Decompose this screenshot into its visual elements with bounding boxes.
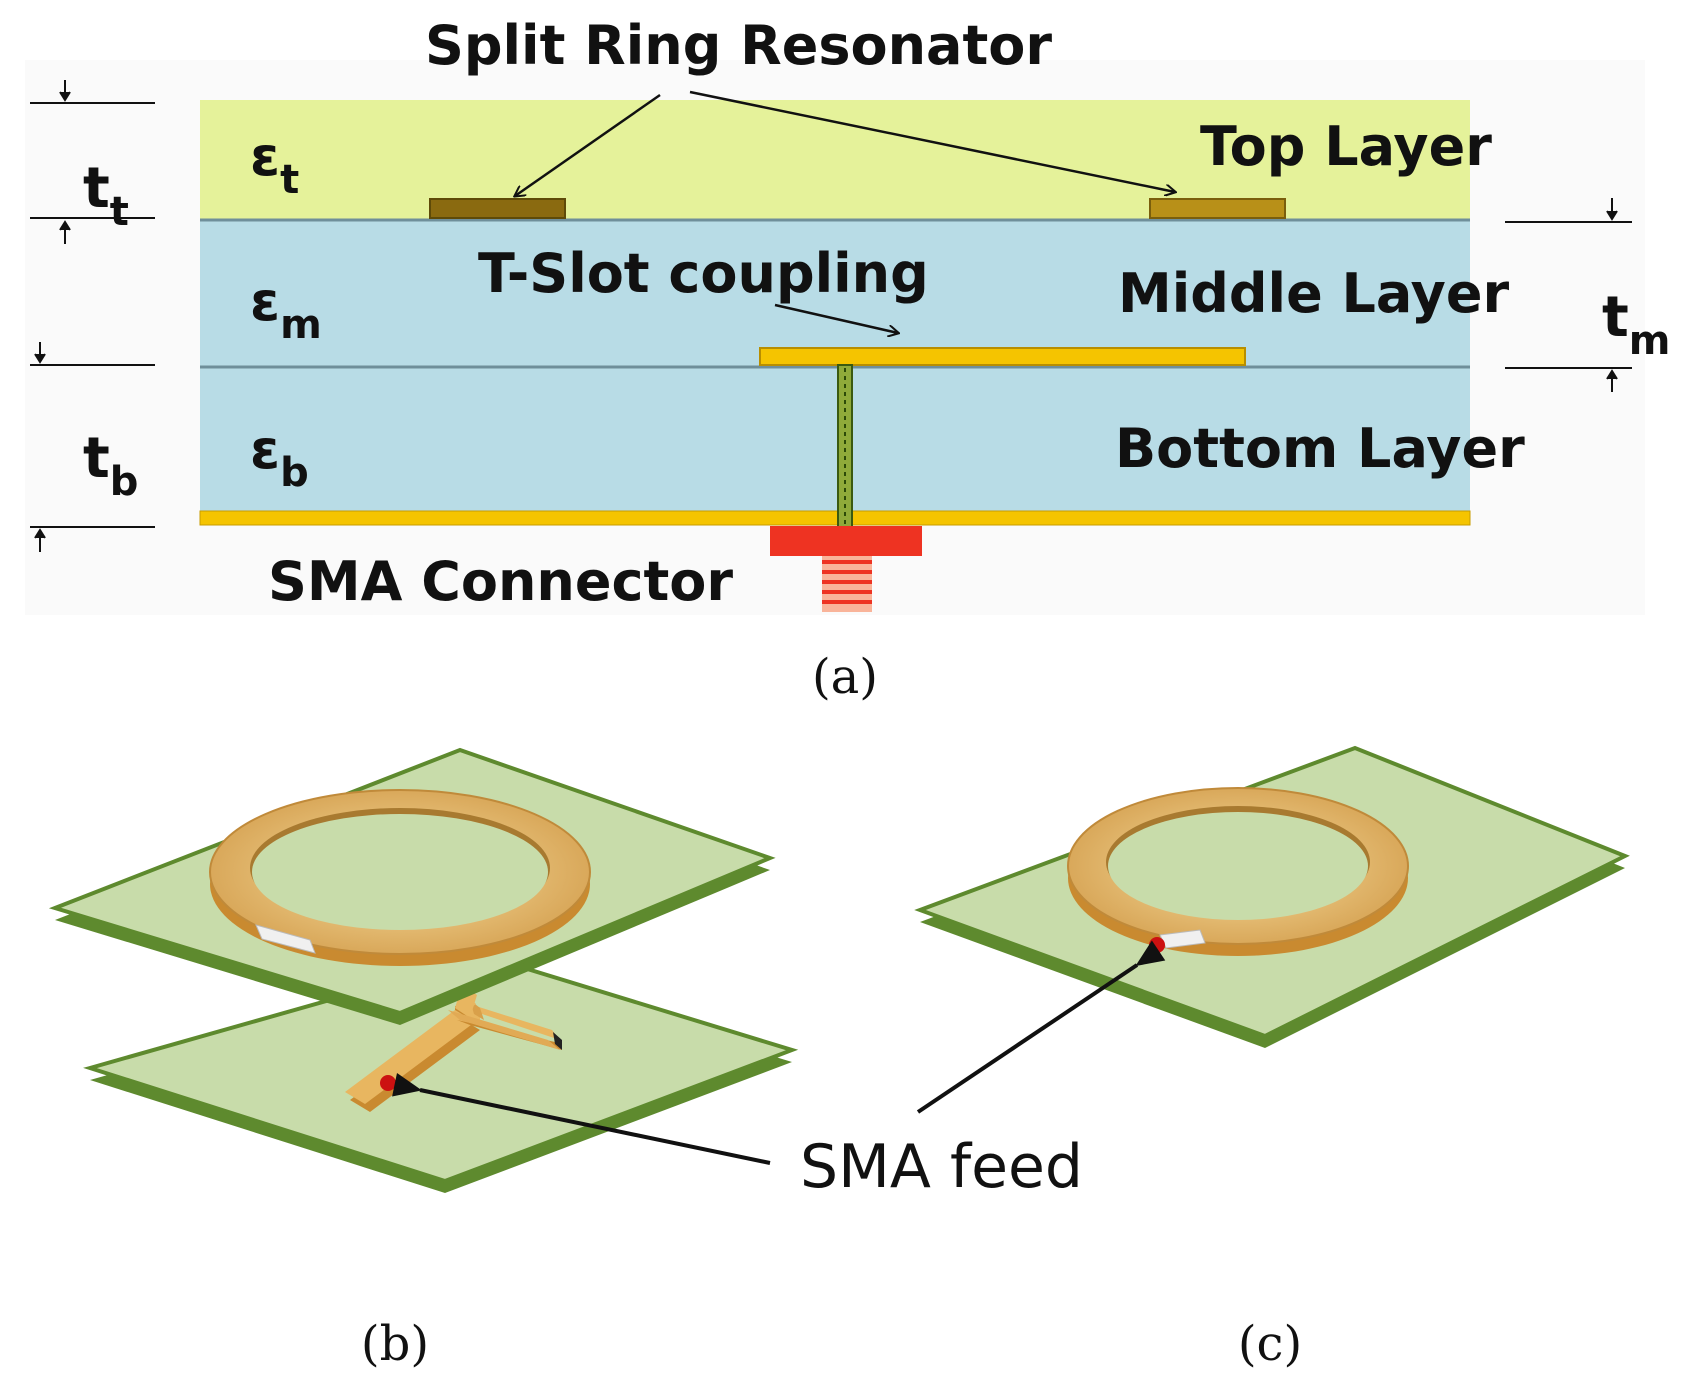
t-m-symbol: tm bbox=[1602, 285, 1670, 364]
panel-b-exploded-view: (b) bbox=[48, 747, 799, 1372]
epsilon-b-symbol: εb bbox=[250, 418, 309, 496]
epsilon-m-symbol: εm bbox=[250, 270, 322, 348]
sma-feed-label: SMA feed bbox=[800, 1132, 1083, 1202]
ground-plane bbox=[199, 510, 1471, 526]
middle-layer-label: Middle Layer bbox=[1118, 262, 1510, 325]
panel-a-cross-section: Split Ring Resonator Top Layer Middle La… bbox=[25, 14, 1670, 705]
resonator-strip-left bbox=[429, 198, 566, 219]
epsilon-t-symbol: εt bbox=[250, 125, 299, 203]
t-slot-feedline bbox=[759, 347, 1246, 366]
sma-connector-label: SMA Connector bbox=[268, 550, 733, 613]
ring-split-gap-b bbox=[255, 924, 316, 954]
sma-feed-point-b bbox=[380, 1075, 396, 1091]
split-ring-3d-b bbox=[209, 789, 591, 966]
t-t-symbol: tt bbox=[83, 156, 129, 235]
caption-c: (c) bbox=[1238, 1316, 1302, 1372]
caption-a: (a) bbox=[812, 649, 878, 705]
t-slot-coupling-label: T-Slot coupling bbox=[478, 242, 929, 305]
top-layer-label: Top Layer bbox=[1200, 115, 1492, 178]
sma-connector-pin bbox=[822, 556, 872, 612]
arrow-sma-feed-c bbox=[916, 940, 1166, 1114]
bottom-layer-substrate bbox=[200, 367, 1470, 511]
arrow-resonator-right bbox=[689, 90, 1175, 192]
bottom-layer-label: Bottom Layer bbox=[1115, 417, 1525, 480]
panel-c-assembled-view: (c) bbox=[914, 745, 1630, 1372]
sma-connector-flange bbox=[770, 526, 922, 556]
middle-layer-substrate bbox=[200, 220, 1470, 367]
arrow-t-slot bbox=[774, 303, 898, 333]
arrow-sma-feed-b bbox=[392, 1072, 771, 1165]
arrow-resonator-left bbox=[515, 93, 661, 196]
split-ring-resonator-label: Split Ring Resonator bbox=[425, 14, 1052, 77]
caption-b: (b) bbox=[361, 1316, 429, 1372]
sma-feed-point-c bbox=[1149, 937, 1165, 953]
thickness-markers-right bbox=[1505, 198, 1632, 392]
thickness-markers-left bbox=[30, 80, 155, 552]
resonator-strip-right bbox=[1149, 198, 1286, 219]
t-slot-via bbox=[837, 364, 853, 528]
t-b-symbol: tb bbox=[83, 426, 138, 505]
split-ring-3d-c bbox=[1067, 787, 1409, 956]
